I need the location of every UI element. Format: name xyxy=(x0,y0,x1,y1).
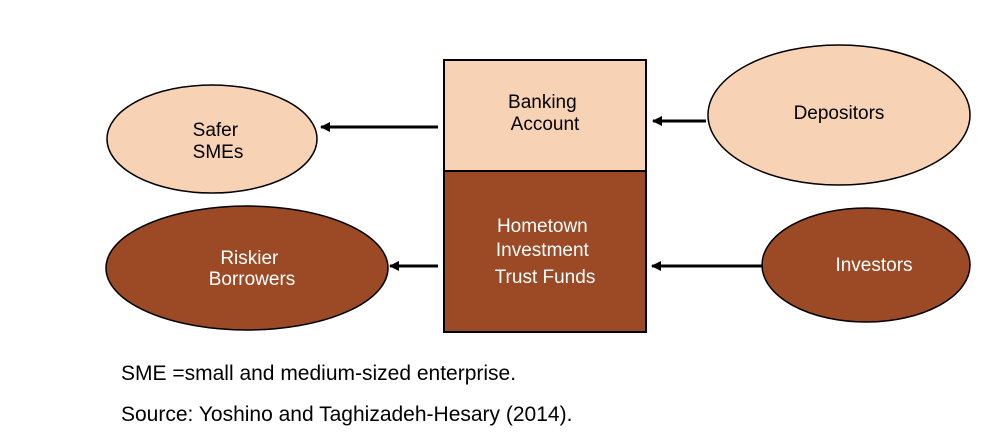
riskier-borrowers-ellipse xyxy=(105,205,389,331)
banking-account-label: Banking Account xyxy=(508,92,582,135)
riskier-borrowers-label: Riskier Borrowers xyxy=(209,248,296,290)
hometown-funds-label: Hometown Investment Trust Funds xyxy=(495,216,596,288)
depositors-label: Depositors xyxy=(794,103,885,124)
hometown-funds-box xyxy=(443,170,647,333)
safer-smes-label: Safer SMEs xyxy=(193,120,244,163)
investors-label: Investors xyxy=(835,255,912,276)
flow-diagram: Banking Account Hometown Investment Trus… xyxy=(105,44,971,333)
source-note: Source: Yoshino and Taghizadeh-Hesary (2… xyxy=(121,403,573,426)
safer-smes-ellipse xyxy=(106,84,318,194)
depositors-ellipse xyxy=(707,44,971,186)
sme-definition-note: SME =small and medium-sized enterprise. xyxy=(121,362,517,385)
banking-account-box xyxy=(443,59,647,172)
